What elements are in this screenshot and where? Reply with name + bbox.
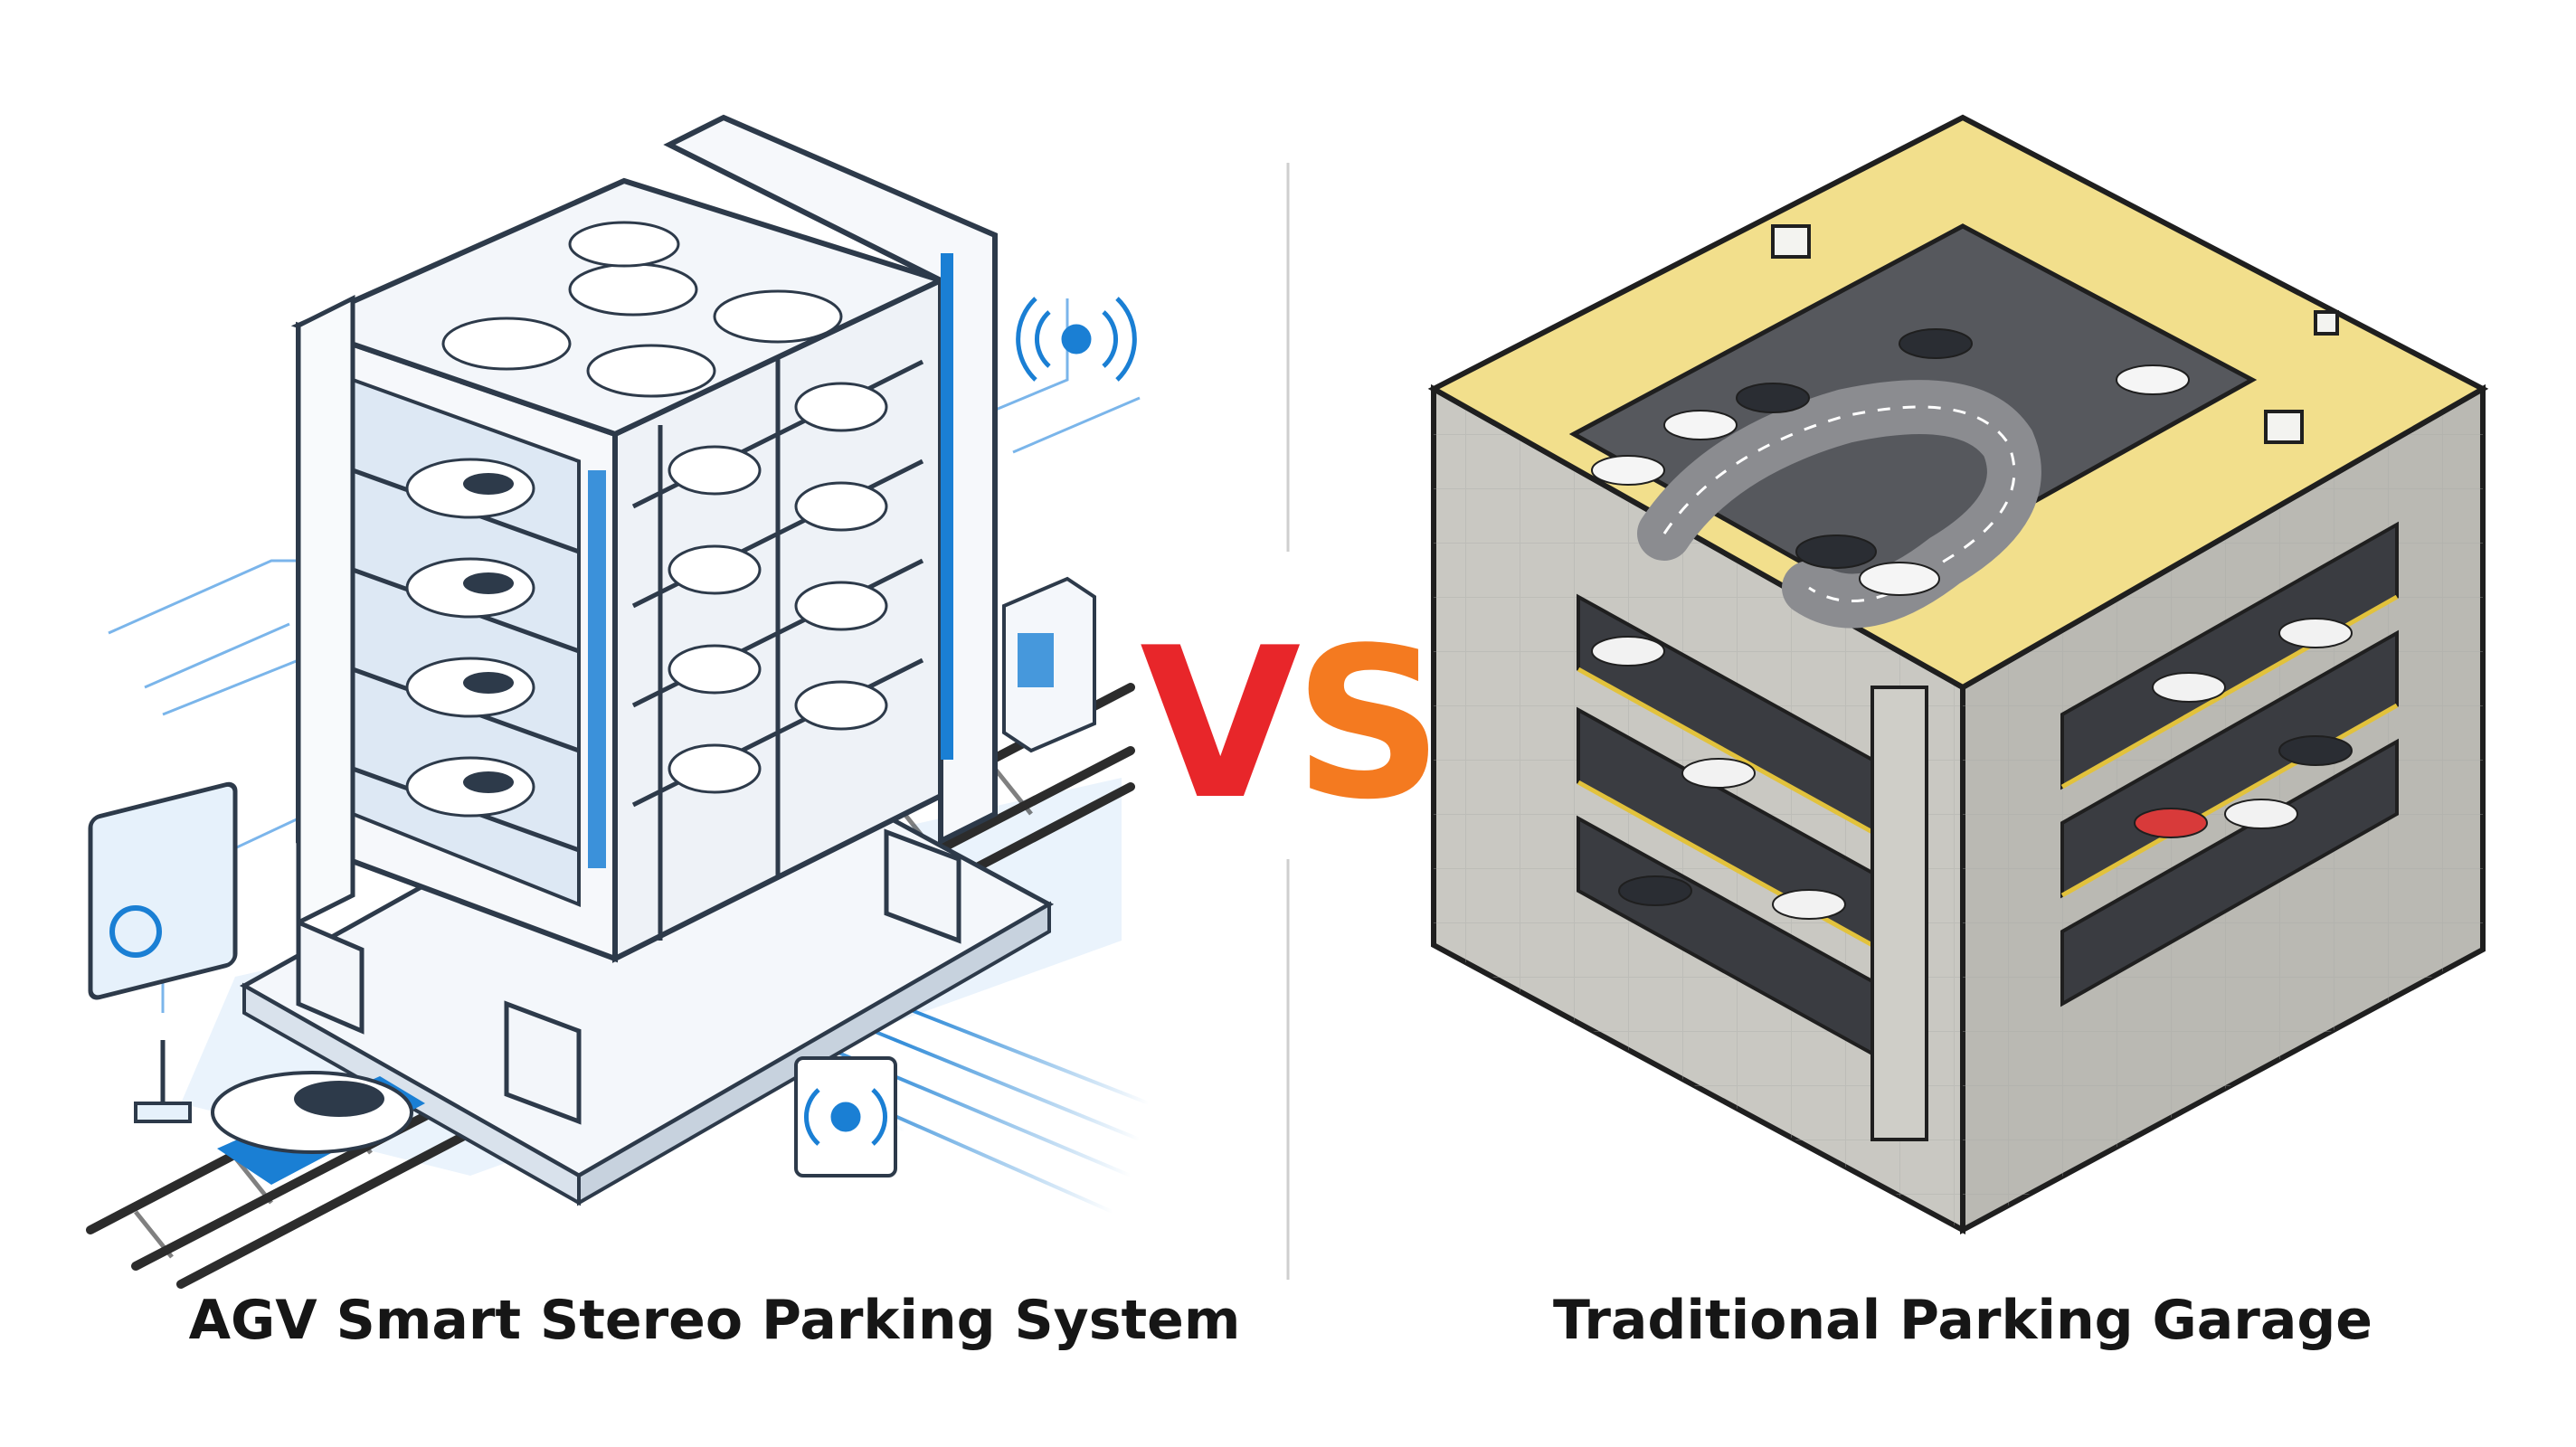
vs-letter-s: S [1293,604,1436,846]
traditional-caption: Traditional Parking Garage [1553,1289,2372,1352]
agv-car [211,1071,425,1185]
sensor-icon [794,1056,897,1177]
signal-icon [1016,297,1137,382]
agv-caption: AGV Smart Stereo Parking System [188,1289,1241,1352]
traditional-garage-illustration [1427,114,2489,1235]
agv-parking-illustration [86,114,1150,1289]
vs-label: VS [1140,604,1436,846]
vs-letter-v: V [1140,604,1300,846]
monitor-icon [88,781,238,1123]
